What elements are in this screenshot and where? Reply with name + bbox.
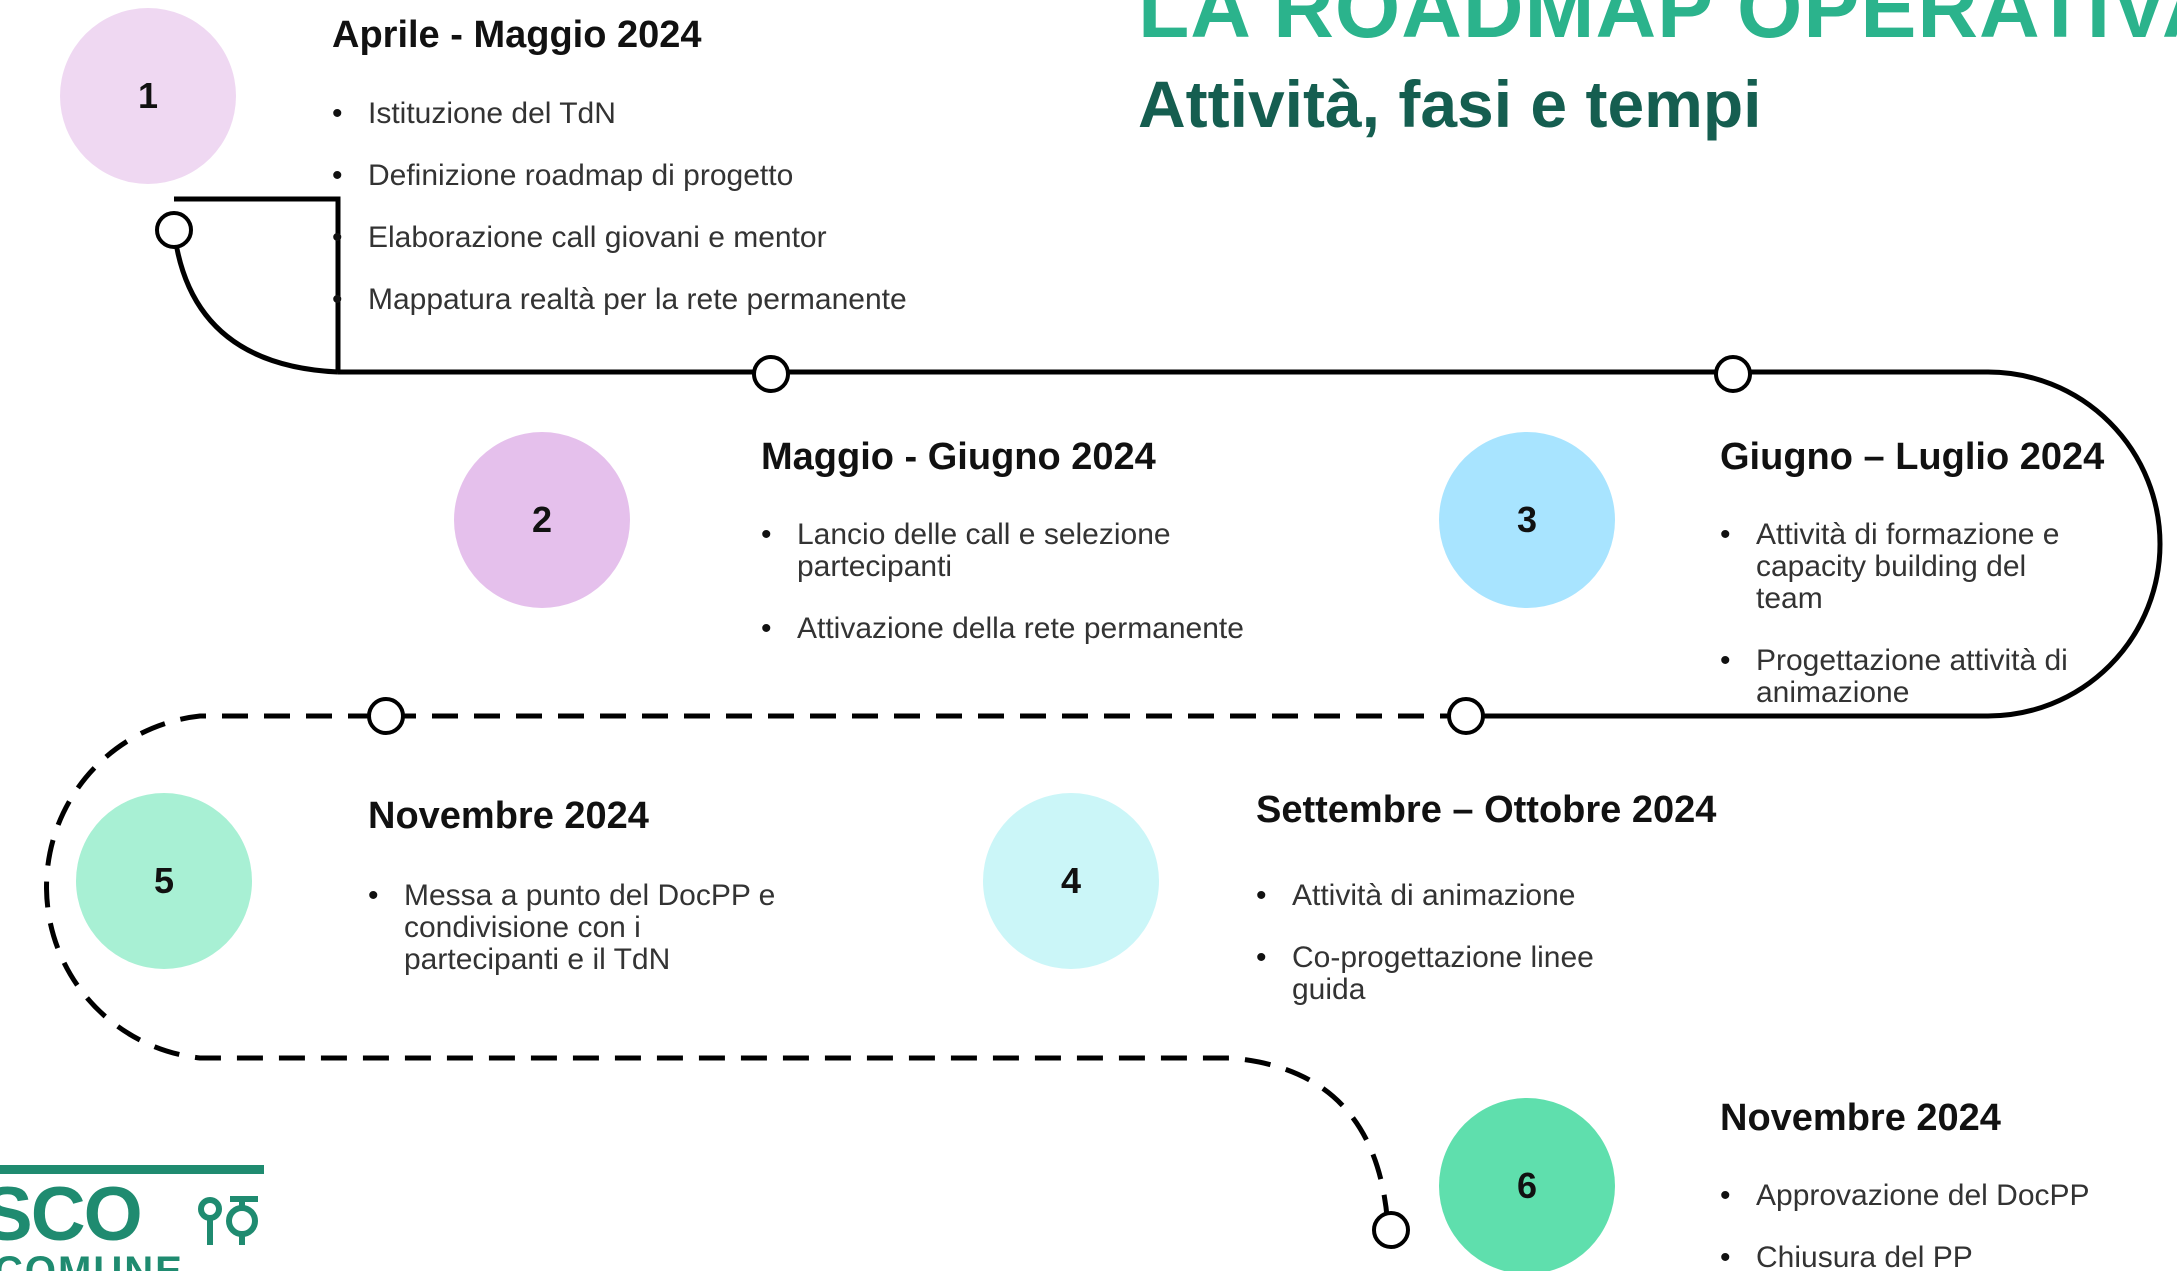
phase-5-circle: 5: [76, 793, 252, 969]
logo-wordmark-secondary: COMUNE: [0, 1249, 184, 1271]
logo-wordmark: SCO: [0, 1172, 143, 1257]
phase-1-period: Aprile - Maggio 2024: [332, 14, 702, 56]
phase-number: 1: [137, 75, 159, 116]
list-item: Mappatura realtà per la rete permanente: [332, 284, 972, 317]
phase-6-period: Novembre 2024: [1720, 1097, 2001, 1139]
list-item: Progettazione attività di animazione: [1720, 645, 2100, 709]
list-item: Lancio delle call e selezione partecipan…: [761, 519, 1261, 583]
list-item: Approvazione del DocPP: [1720, 1180, 2140, 1213]
phase-6-circle: 6: [1439, 1098, 1615, 1271]
phase-4-circle: 4: [983, 793, 1159, 969]
phase-5-activities: Messa a punto del DocPP e condivisione c…: [368, 880, 788, 1006]
logo: SCO COMUNE: [0, 1165, 264, 1271]
phase-4-period: Settembre – Ottobre 2024: [1256, 789, 1717, 831]
list-item: Elaborazione call giovani e mentor: [332, 222, 972, 255]
list-item: Attività di animazione: [1256, 880, 1636, 913]
phase-2-circle: 2: [454, 432, 630, 608]
phase-5-period: Novembre 2024: [368, 795, 649, 837]
page-subtitle: Attività, fasi e tempi: [1138, 67, 1762, 141]
list-item: Chiusura del PP: [1720, 1242, 2140, 1271]
phase-3-period: Giugno – Luglio 2024: [1720, 436, 2105, 478]
list-item: Messa a punto del DocPP e condivisione c…: [368, 880, 788, 976]
phase-2-period: Maggio - Giugno 2024: [761, 436, 1156, 478]
list-item: Definizione roadmap di progetto: [332, 160, 972, 193]
path-node: [1447, 697, 1485, 735]
path-node: [367, 697, 405, 735]
list-item: Co-progettazione linee guida: [1256, 942, 1636, 1006]
path-segment-middle-dashed: [44, 713, 1466, 1229]
phase-number: 6: [1516, 1165, 1538, 1206]
phase-1-circle: 1: [60, 8, 236, 184]
phase-2-activities: Lancio delle call e selezione partecipan…: [761, 519, 1261, 675]
phase-number: 4: [1060, 860, 1082, 901]
path-node: [1714, 355, 1752, 393]
phase-number: 2: [531, 499, 553, 540]
path-node: [752, 355, 790, 393]
path-node-start: [155, 211, 193, 249]
phase-4-activities: Attività di animazione Co-progettazione …: [1256, 880, 1636, 1036]
phase-number: 5: [153, 860, 175, 901]
page-title: LA ROADMAP OPERATIVA: [1138, 0, 2177, 55]
list-item: Istituzione del TdN: [332, 98, 972, 131]
list-item: Attività di formazione e capacity buildi…: [1720, 519, 2100, 615]
logo-bar: [0, 1165, 264, 1174]
tree-icon: [198, 1196, 258, 1245]
path-segment-start: [171, 196, 341, 375]
phase-3-activities: Attività di formazione e capacity buildi…: [1720, 519, 2100, 739]
phase-6-activities: Approvazione del DocPP Chiusura del PP: [1720, 1180, 2140, 1271]
list-item: Attivazione della rete permanente: [761, 613, 1261, 646]
path-node-end: [1372, 1211, 1410, 1249]
phase-1-activities: Istituzione del TdN Definizione roadmap …: [332, 98, 972, 346]
phase-3-circle: 3: [1439, 432, 1615, 608]
phase-number: 3: [1516, 499, 1538, 540]
